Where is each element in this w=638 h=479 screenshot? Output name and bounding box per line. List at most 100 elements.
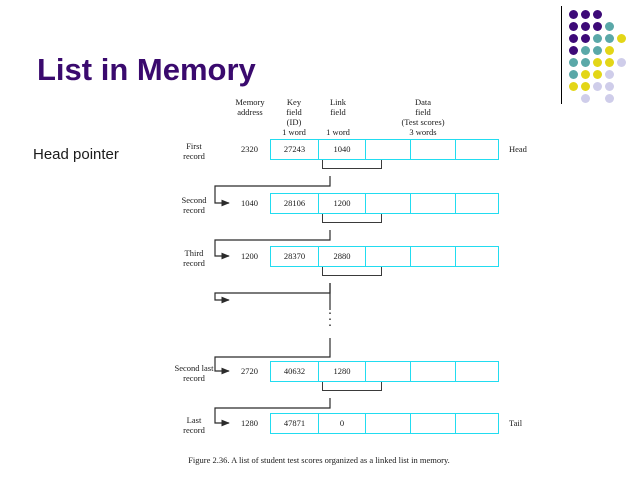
memory-address-value: 2720: [241, 366, 258, 376]
list-end-label: Tail: [509, 418, 523, 428]
decoration-dot: [593, 58, 602, 67]
data-field-cell[interactable]: [410, 247, 455, 266]
column-header-line: Data: [414, 97, 432, 107]
record-row-label-line: Second last: [174, 363, 214, 373]
link-field-cell[interactable]: 2880: [318, 247, 365, 266]
decoration-dot: [569, 82, 578, 91]
decoration-dot: [581, 46, 590, 55]
record-row-label-line: First: [186, 141, 202, 151]
page-title: List in Memory: [37, 52, 256, 87]
decoration-dot: [593, 82, 602, 91]
column-header-line: Memory: [235, 97, 265, 107]
record-box[interactable]: 47871 0: [270, 413, 499, 434]
record-row-label-line: Second: [181, 195, 207, 205]
ellipsis-dot: .: [328, 309, 332, 324]
decoration-dot: [605, 70, 614, 79]
record-row-label-line: Third: [184, 248, 204, 258]
decoration-dot: [593, 70, 602, 79]
data-field-cell[interactable]: [455, 362, 500, 381]
data-field-cell[interactable]: [410, 194, 455, 213]
data-field-cell[interactable]: [410, 140, 455, 159]
column-header-line: field: [330, 107, 346, 117]
record-row-label-line: record: [183, 373, 205, 383]
data-field-cell[interactable]: [455, 140, 500, 159]
column-header-line: [316, 117, 360, 127]
list-end-label: Head: [509, 144, 527, 154]
decoration-dot: [581, 58, 590, 67]
decoration-dot: [569, 46, 578, 55]
decoration-dot: [593, 22, 602, 31]
column-header-line: (ID): [286, 117, 302, 127]
record-row-label-line: record: [183, 258, 205, 268]
dot-grid-decoration: [556, 4, 638, 106]
decoration-dot: [569, 34, 578, 43]
decoration-dot: [617, 34, 626, 43]
data-field-cell[interactable]: [455, 414, 500, 433]
decoration-dot: [581, 82, 590, 91]
data-field-cell[interactable]: [455, 194, 500, 213]
data-field-cell[interactable]: [410, 414, 455, 433]
decoration-dot: [593, 46, 602, 55]
decoration-dot: [605, 82, 614, 91]
column-header-line: field: [286, 107, 302, 117]
decoration-divider-line: [561, 6, 562, 104]
record-row-label-line: Last: [186, 415, 202, 425]
link-field-cell[interactable]: 1200: [318, 194, 365, 213]
data-field-cell[interactable]: [365, 362, 410, 381]
record-box[interactable]: 40632 1280: [270, 361, 499, 382]
record-box[interactable]: 27243 1040: [270, 139, 499, 160]
memory-address-value: 1040: [241, 198, 258, 208]
key-field-cell[interactable]: 27243: [283, 144, 306, 154]
data-field-cell[interactable]: [365, 194, 410, 213]
link-pointer-tab: [322, 214, 382, 223]
decoration-dot: [617, 58, 626, 67]
data-field-cell[interactable]: [410, 362, 455, 381]
link-field-cell[interactable]: 1040: [318, 140, 365, 159]
decoration-dot: [569, 10, 578, 19]
data-field-cell[interactable]: [455, 247, 500, 266]
figure-caption: Figure 2.36. A list of student test scor…: [188, 455, 450, 465]
decoration-dot: [593, 34, 602, 43]
link-field-cell[interactable]: 1280: [318, 362, 365, 381]
record-box[interactable]: 28106 1200: [270, 193, 499, 214]
data-field-cell[interactable]: [365, 247, 410, 266]
link-pointer-tab: [322, 160, 382, 169]
memory-address-value: 1200: [241, 251, 258, 261]
decoration-dot: [605, 46, 614, 55]
key-field-cell[interactable]: 40632: [283, 366, 306, 376]
decoration-dot: [569, 70, 578, 79]
decoration-dot: [581, 10, 590, 19]
ellipsis-dot: .: [328, 315, 332, 330]
column-header-line: Link: [329, 97, 347, 107]
key-field-cell[interactable]: 28370: [283, 251, 306, 261]
column-header-line: Key: [286, 97, 302, 107]
decoration-dot: [569, 22, 578, 31]
data-field-cell[interactable]: [365, 414, 410, 433]
key-field-cell[interactable]: 28106: [283, 198, 306, 208]
link-field-cell[interactable]: 0: [318, 414, 365, 433]
decoration-dot: [581, 22, 590, 31]
data-field-cell[interactable]: [365, 140, 410, 159]
link-pointer-tab: [322, 382, 382, 391]
decoration-dot: [569, 58, 578, 67]
decoration-dot: [605, 34, 614, 43]
column-header-line: address: [237, 107, 263, 117]
column-header-line: field: [415, 107, 431, 117]
decoration-dot: [581, 94, 590, 103]
record-box[interactable]: 28370 2880: [270, 246, 499, 267]
ellipsis-indicator: . . .: [322, 304, 338, 330]
head-pointer-label: Head pointer: [33, 146, 119, 163]
decoration-dot: [593, 10, 602, 19]
key-field-cell[interactable]: 47871: [283, 418, 306, 428]
decoration-dot: [581, 70, 590, 79]
column-header-line: 1 word: [282, 127, 306, 137]
